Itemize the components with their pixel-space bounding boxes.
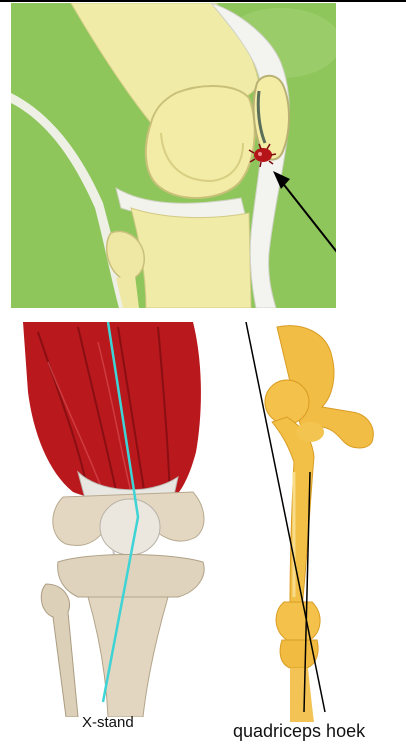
- greater-trochanter: [296, 422, 324, 442]
- tibia-shaft: [88, 597, 168, 717]
- tibia-shaft: [290, 668, 314, 722]
- knee-muscle-svg: [18, 322, 223, 717]
- caption-x-stand: X-stand: [82, 714, 134, 731]
- top-border-line: [0, 0, 406, 2]
- knee-sagittal-svg: [11, 3, 336, 308]
- patella: [100, 499, 160, 555]
- distal-femur: [276, 602, 320, 643]
- proximal-tibia: [280, 640, 318, 668]
- knee-sagittal-illustration: [11, 3, 336, 308]
- fibula: [41, 584, 78, 717]
- femur-illustration: [232, 322, 402, 722]
- knee-muscle-illustration: [18, 322, 223, 717]
- femur-svg: [232, 322, 402, 722]
- caption-quadriceps-hoek: quadriceps hoek: [233, 721, 365, 742]
- tibia: [131, 208, 251, 308]
